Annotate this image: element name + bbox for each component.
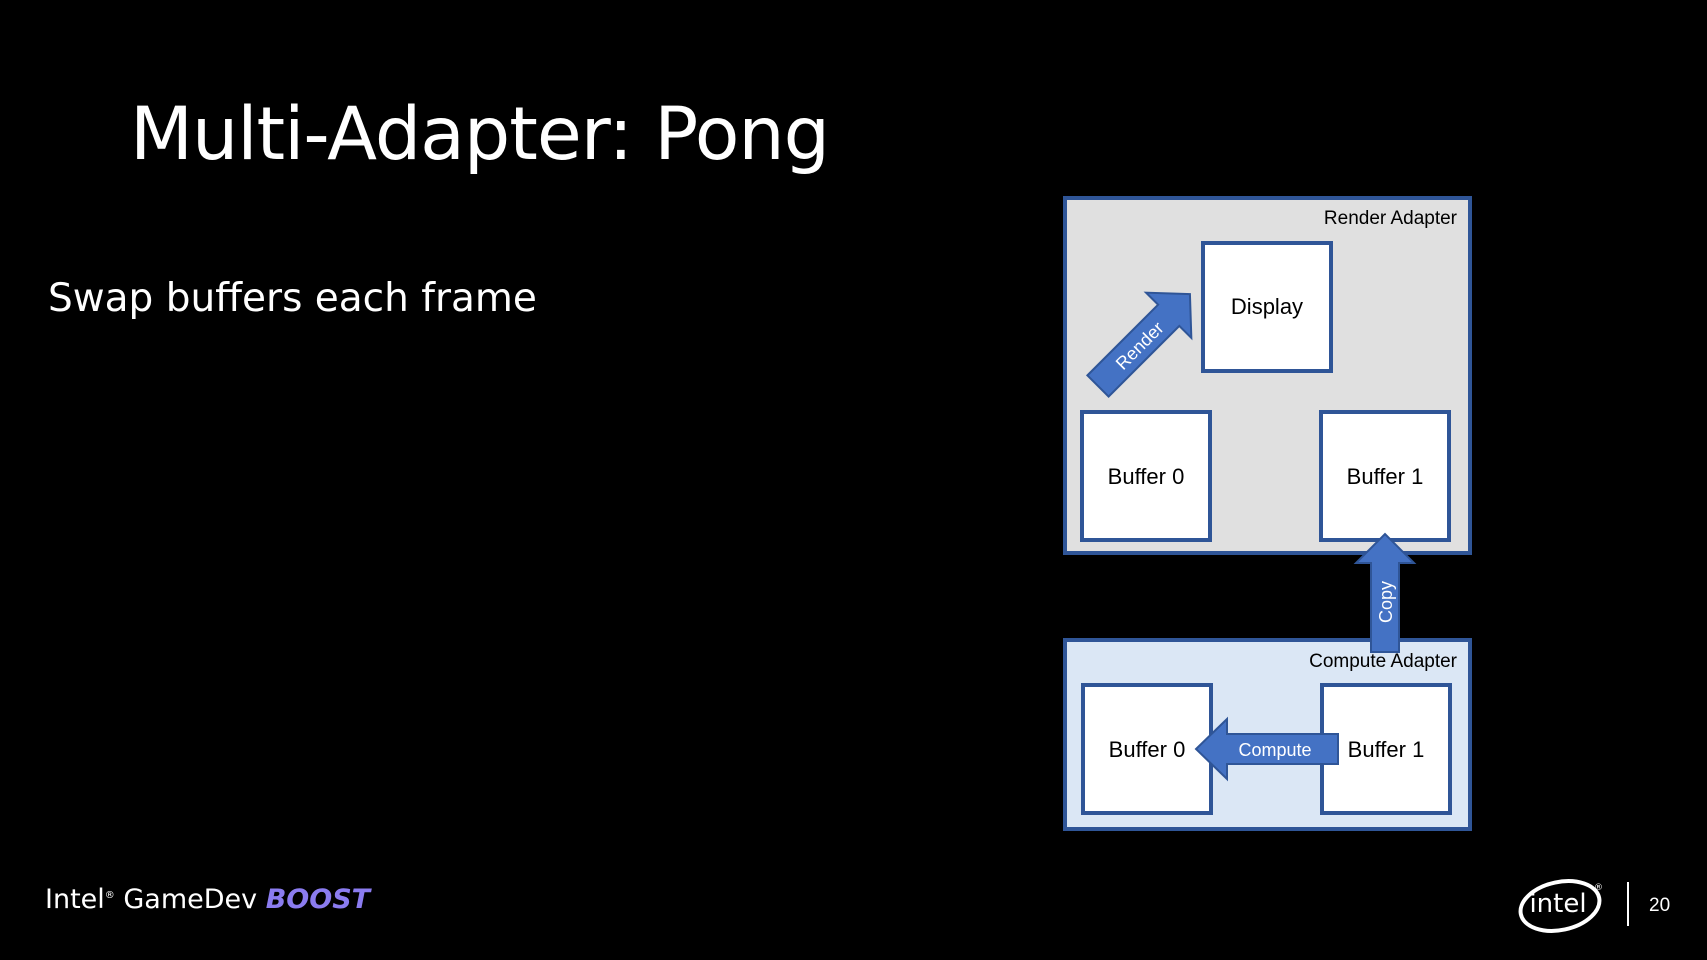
bullet-text: Swap buffers each frame <box>48 276 537 321</box>
compute-adapter: Compute Adapter Buffer 0 Buffer 1 Comput… <box>1063 638 1472 831</box>
render-adapter: Render Adapter Display Buffer 0 Buffer 1… <box>1063 196 1472 555</box>
compute-buffer0-box <box>1081 683 1213 815</box>
slide-title: Multi-Adapter: Pong <box>130 92 830 177</box>
footer-brand-intel: Intel <box>45 884 105 915</box>
compute-buffer0-label: Buffer 0 <box>1109 737 1186 762</box>
display-label: Display <box>1231 294 1303 319</box>
copy-arrow-label: Copy <box>1376 581 1396 623</box>
footer-divider <box>1627 882 1629 926</box>
footer-brand-gamedev: GameDev <box>114 884 266 915</box>
compute-arrow-label: Compute <box>1238 740 1311 760</box>
compute-buffer1-box <box>1320 683 1452 815</box>
render-buffer0-box <box>1080 410 1212 542</box>
intel-logo-text: intel <box>1529 889 1586 919</box>
intel-logo: intel ® <box>1518 879 1603 933</box>
footer-brand-registered: ® <box>104 890 115 901</box>
render-adapter-label: Render Adapter <box>1324 208 1458 229</box>
intel-logo-registered: ® <box>1594 883 1603 893</box>
copy-arrow: Copy <box>1353 532 1417 653</box>
render-buffer1-label: Buffer 1 <box>1347 464 1424 489</box>
footer-brand-boost: BOOST <box>265 884 371 915</box>
footer-brand: Intel® GameDev BOOST <box>45 884 370 915</box>
render-buffer0-label: Buffer 0 <box>1108 464 1185 489</box>
page-number: 20 <box>1649 895 1671 916</box>
display-box <box>1201 241 1333 373</box>
compute-adapter-label: Compute Adapter <box>1309 651 1458 672</box>
render-arrow: Render <box>1085 291 1193 399</box>
compute-arrow: Compute <box>1194 716 1339 782</box>
compute-buffer1-label: Buffer 1 <box>1348 737 1425 762</box>
